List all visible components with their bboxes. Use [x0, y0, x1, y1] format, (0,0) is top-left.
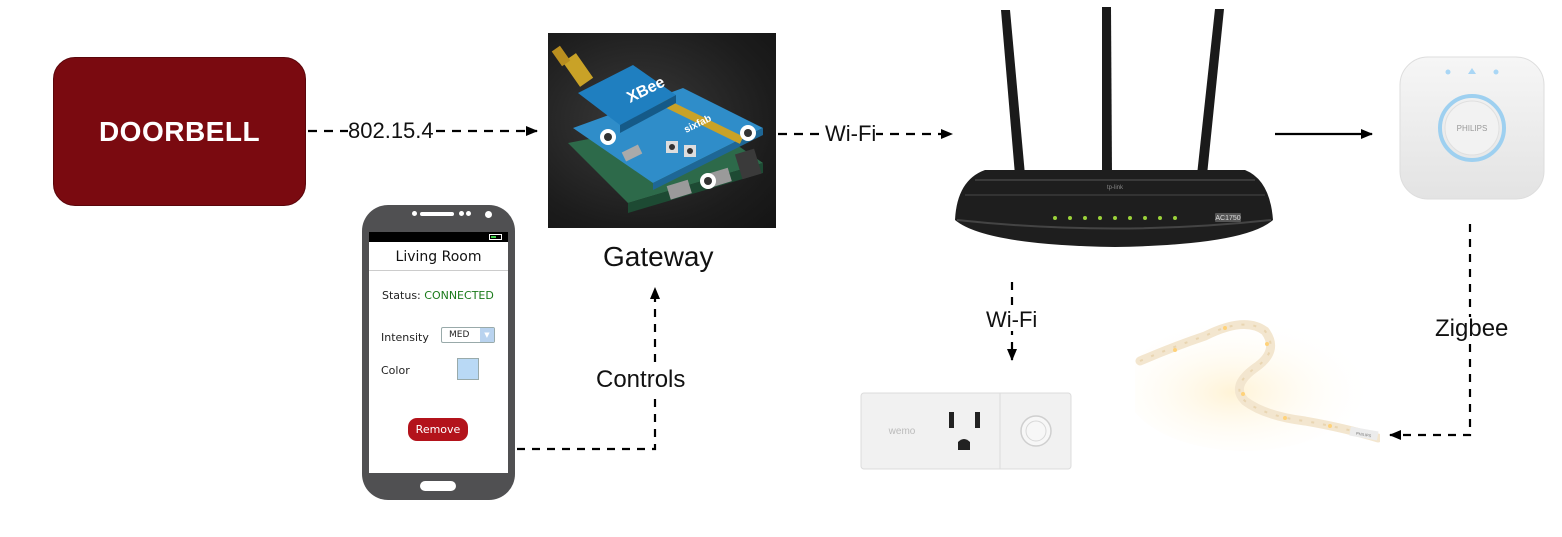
gateway-photo: XBee sixfab	[548, 33, 776, 228]
gateway-label: Gateway	[603, 241, 714, 272]
strip-brand-text: PHILIPS	[1356, 431, 1372, 439]
doorbell-node: DOORBELL	[53, 57, 306, 206]
router-model-text: AC1750	[1215, 215, 1240, 222]
phone-sensor-dot	[412, 211, 417, 216]
label-wifi-router-plug: Wi-Fi	[984, 307, 1040, 332]
battery-icon	[489, 234, 502, 240]
phone-earpiece	[420, 212, 454, 216]
doorbell-label: DOORBELL	[98, 115, 261, 147]
status-row: Status: CONNECTED	[382, 289, 494, 302]
color-picker[interactable]	[457, 358, 479, 380]
bridge-brand-text: PHILIPS	[1457, 124, 1488, 133]
status-label: Status:	[382, 289, 421, 302]
phone-home-button[interactable]	[420, 481, 456, 491]
status-value: CONNECTED	[424, 289, 494, 302]
intensity-select[interactable]: MED ▼	[441, 327, 495, 343]
label-wifi-gateway-router: Wi-Fi	[825, 121, 877, 146]
chevron-down-icon: ▼	[480, 328, 494, 342]
phone-sensor-dot	[466, 211, 471, 216]
intensity-value: MED	[449, 330, 470, 340]
phone-mockup: Living Room Status: CONNECTED Intensity …	[362, 205, 515, 500]
phone-sensor-dot	[459, 211, 464, 216]
intensity-label: Intensity	[381, 331, 429, 344]
light-strip-photo: PHILIPS	[1125, 306, 1383, 454]
phone-camera	[485, 211, 492, 218]
color-label: Color	[381, 364, 410, 377]
label-controls: Controls	[594, 366, 688, 393]
hue-bridge-photo: PHILIPS	[1398, 55, 1546, 201]
label-802154: 802.15.4	[348, 118, 434, 143]
app-title: Living Room	[369, 242, 508, 271]
edge-phone-gateway	[517, 287, 660, 451]
label-zigbee: Zigbee	[1433, 315, 1511, 342]
phone-status-bar	[369, 232, 508, 242]
phone-screen: Living Room Status: CONNECTED Intensity …	[369, 232, 508, 473]
smart-plug-photo: wemo	[860, 392, 1072, 470]
plug-brand-text: wemo	[888, 426, 916, 437]
edge-bridge-strip	[1389, 224, 1472, 440]
router-photo: AC1750 tp-link	[945, 5, 1280, 255]
remove-button[interactable]: Remove	[408, 418, 468, 441]
router-brand-text: tp-link	[1107, 185, 1124, 191]
